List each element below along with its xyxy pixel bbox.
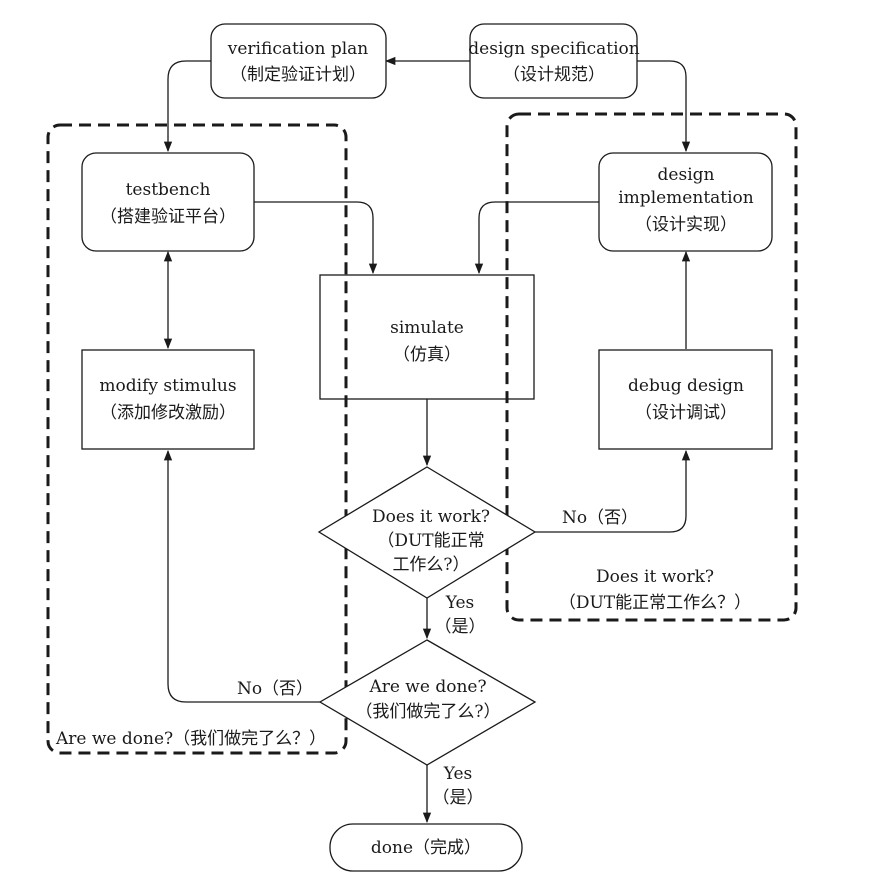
design-implementation-subtitle: （设计实现） bbox=[635, 215, 737, 235]
modify-stimulus-title: modify stimulus bbox=[99, 376, 236, 396]
done-terminal bbox=[329, 823, 523, 872]
design-specification-title: design specification bbox=[468, 39, 639, 59]
verification-plan-subtitle: （制定验证计划） bbox=[230, 65, 366, 85]
right-group-label-2: （DUT能正常工作么？） bbox=[559, 593, 751, 613]
does-it-work-yes-label-cn: （是） bbox=[435, 617, 486, 637]
testbench-node bbox=[81, 152, 255, 252]
simulate-subtitle: （仿真） bbox=[393, 345, 461, 365]
does-it-work-question-cn-1: （DUT能正常 bbox=[377, 531, 484, 551]
design-implementation-title-2: implementation bbox=[618, 188, 754, 208]
simulate-title: simulate bbox=[390, 318, 464, 338]
are-we-done-group-region bbox=[46, 123, 348, 755]
design-implementation-node bbox=[598, 152, 773, 252]
verification-plan-node bbox=[210, 23, 387, 99]
right-group-label-1: Does it work? bbox=[596, 567, 714, 587]
edge-done-no-to-modify bbox=[163, 449, 320, 703]
edge-work-no-to-debug bbox=[535, 449, 691, 533]
are-we-done-yes-label: Yes bbox=[443, 764, 473, 784]
are-we-done-question-cn: （我们做完了么?） bbox=[355, 702, 500, 722]
edge-impl-to-simulate bbox=[474, 201, 599, 275]
edge-spec-to-impl bbox=[637, 60, 691, 153]
modify-stimulus-subtitle: （添加修改激励） bbox=[100, 403, 236, 423]
debug-design-subtitle: （设计调试） bbox=[635, 403, 737, 423]
left-group-label: Are we done?（我们做完了么？） bbox=[55, 729, 326, 749]
edge-plan-to-testbench bbox=[163, 60, 211, 153]
does-it-work-yes-label: Yes bbox=[445, 593, 475, 613]
design-specification-subtitle: （设计规范） bbox=[503, 65, 605, 85]
does-it-work-question-cn-2: 工作么?） bbox=[392, 555, 469, 575]
are-we-done-question: Are we done? bbox=[368, 677, 486, 697]
does-it-work-group-region bbox=[505, 112, 798, 622]
testbench-title: testbench bbox=[126, 180, 211, 200]
are-we-done-no-label: No（否） bbox=[237, 679, 313, 699]
debug-design-title: debug design bbox=[628, 376, 744, 396]
verification-plan-title: verification plan bbox=[227, 39, 369, 59]
are-we-done-decision bbox=[318, 639, 537, 766]
modify-stimulus-node bbox=[81, 349, 255, 450]
are-we-done-yes-label-cn: （是） bbox=[433, 788, 484, 808]
edge-testbench-to-simulate bbox=[253, 201, 378, 275]
simulate-node bbox=[319, 274, 535, 400]
debug-design-node bbox=[598, 349, 773, 450]
design-implementation-title-1: design bbox=[658, 165, 715, 185]
does-it-work-no-label: No（否） bbox=[562, 508, 638, 528]
testbench-subtitle: （搭建验证平台） bbox=[100, 207, 236, 227]
design-specification-node bbox=[469, 23, 638, 99]
does-it-work-decision bbox=[317, 466, 537, 599]
does-it-work-question: Does it work? bbox=[372, 507, 490, 527]
done-label: done（完成） bbox=[371, 838, 481, 858]
